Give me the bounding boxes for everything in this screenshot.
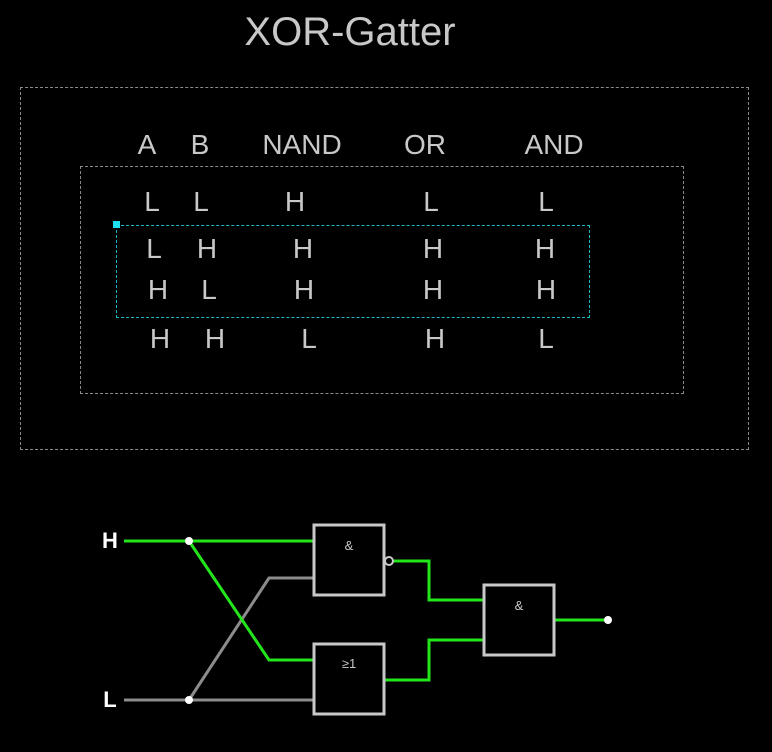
table-cell: H <box>424 323 446 354</box>
or-gate <box>312 642 386 716</box>
outer-frame <box>20 87 749 450</box>
table-cell: H <box>535 274 557 305</box>
table-cell: L <box>201 274 217 305</box>
table-cell: H <box>534 233 556 264</box>
table-cell: L <box>538 323 554 354</box>
table-cell: L <box>301 323 317 354</box>
table-cell: L <box>144 186 160 217</box>
table-cell: L <box>423 186 439 217</box>
header-b: B <box>190 129 210 160</box>
wire-or-to-and <box>384 638 484 682</box>
diagram-title: XOR-Gatter <box>244 10 456 54</box>
wire-nand-to-and <box>393 559 484 602</box>
table-cell: H <box>147 274 169 305</box>
table-cell: H <box>293 274 315 305</box>
and-symbol: & <box>515 598 524 613</box>
table-cell: H <box>292 233 314 264</box>
header-and: AND <box>524 129 584 160</box>
table-cell: L <box>146 233 162 264</box>
selection-handle[interactable] <box>113 221 120 228</box>
nand-inversion-bubble <box>384 556 394 566</box>
table-cell: H <box>284 186 306 217</box>
selected-rows-frame[interactable] <box>116 225 590 318</box>
and-gate <box>482 583 556 657</box>
header-a: A <box>137 129 157 160</box>
header-nand: NAND <box>262 129 342 160</box>
output-terminal <box>604 616 612 624</box>
header-or: OR <box>404 129 446 160</box>
nand-gate <box>312 523 386 597</box>
inner-frame <box>80 166 684 394</box>
table-cell: H <box>422 274 444 305</box>
wire-h-to-or <box>187 540 314 662</box>
table-cell: L <box>538 186 554 217</box>
table-cell: H <box>149 323 171 354</box>
table-cell: H <box>422 233 444 264</box>
nand-symbol: & <box>345 538 354 553</box>
table-cell: H <box>204 323 226 354</box>
or-symbol: ≥1 <box>342 656 356 671</box>
input-top-label: H <box>102 528 118 553</box>
wire-l-to-nand <box>187 576 314 701</box>
table-cell: H <box>196 233 218 264</box>
table-cell: L <box>193 186 209 217</box>
junction-dot <box>185 537 193 545</box>
junction-dot <box>185 696 193 704</box>
input-bottom-label: L <box>103 687 116 712</box>
